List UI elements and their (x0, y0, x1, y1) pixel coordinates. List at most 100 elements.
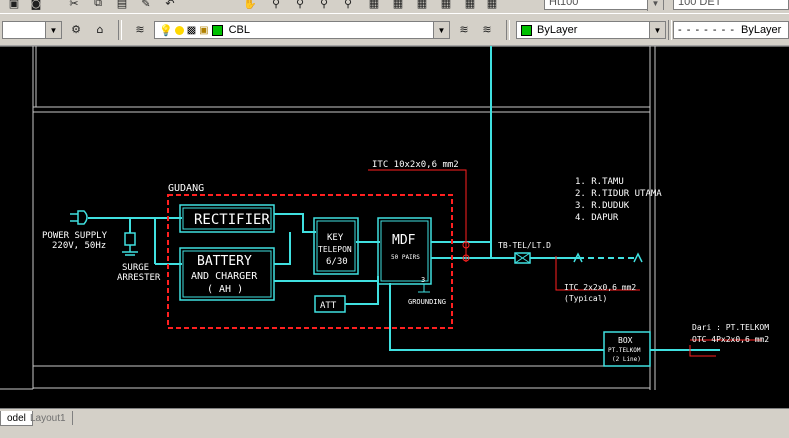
grounding-label: GROUNDING (408, 298, 446, 306)
itc-top-marker (462, 241, 470, 249)
key-label-1: KEY (327, 233, 344, 243)
key-label-3: 6/30 (326, 257, 348, 267)
drawing-canvas[interactable]: GUDANG ITC 10x2x0,6 mm2 POWER SUPPLY 220… (0, 45, 789, 408)
layer-combo[interactable]: 💡 ▩ ▣ CBL ▼ (154, 21, 450, 39)
room-label: GUDANG (168, 183, 204, 194)
key-label-2: TELEPON (318, 245, 352, 254)
chevron-down-icon[interactable]: ▼ (433, 22, 449, 38)
surge-label-2: ARRESTER (117, 273, 161, 283)
cable-wires (88, 46, 720, 351)
box-label-1: BOX (618, 336, 633, 345)
zoom-extents-icon[interactable]: ⚲ (343, 0, 353, 10)
freeze-icon[interactable]: ▩ (186, 24, 197, 36)
chevron-down-icon[interactable]: ▼ (649, 22, 665, 38)
mdf-sub: 50 PAIRS (391, 254, 420, 261)
itc-bottom-leader (555, 256, 640, 291)
linetype-combo[interactable]: - - - - - - - ByLayer (673, 21, 789, 39)
copy-icon[interactable]: ⧉ (94, 0, 102, 9)
lightbulb-icon[interactable]: 💡 (159, 24, 173, 37)
layer-name: CBL (228, 24, 251, 36)
plot-icon[interactable]: ▣ (8, 0, 20, 10)
ground-icon (418, 284, 430, 293)
tab-layout1[interactable]: Layout1 (24, 411, 73, 425)
matchprop-icon[interactable]: ✎ (141, 0, 151, 10)
properties-icon[interactable]: ▦ (368, 0, 380, 10)
power-plug-icon (70, 210, 88, 225)
itc-top-marker-2 (462, 254, 470, 262)
linetype-value: ByLayer (740, 24, 782, 36)
box-telkom-block[interactable] (603, 331, 651, 367)
layout-tab-bar: odel Layout1 (0, 408, 789, 438)
surge-arrester-icon (122, 232, 138, 256)
color-value: ByLayer (537, 24, 578, 36)
separator (506, 20, 510, 40)
top-lineweight-value: 100 DET (678, 0, 722, 8)
tab-model[interactable]: odel (0, 411, 33, 426)
rectifier-label: RECTIFIER (194, 212, 270, 228)
room-item-2: 2. R.TIDUR UTAMA (575, 189, 662, 199)
color-swatch (521, 24, 532, 36)
mdf-block[interactable] (377, 217, 432, 285)
undo-icon[interactable]: ↶ (165, 0, 175, 10)
calculator-icon[interactable]: ▦ (486, 0, 498, 10)
separator (118, 20, 122, 40)
otc-label: OTC 4Px2x0,6 mm2 (692, 335, 769, 344)
tb-junction[interactable] (514, 252, 531, 264)
battery-label-1: BATTERY (197, 254, 252, 269)
zoom-prev-icon[interactable]: ⚲ (319, 0, 329, 10)
tb-junction-mark-2 (514, 252, 531, 264)
sheetset-icon[interactable]: ▦ (440, 0, 452, 10)
gear-icon[interactable]: ⚙ (71, 22, 81, 36)
room-item-1: 1. R.TAMU (575, 177, 624, 187)
tool-palette-icon[interactable]: ▦ (416, 0, 428, 10)
att-label: ATT (320, 301, 337, 311)
dari-label: Dari : PT.TELKOM (692, 323, 769, 332)
design-center-icon[interactable]: ▦ (392, 0, 404, 10)
top-linetype-value: Ht100 (549, 0, 579, 8)
power-supply-spec: 220V, 50Hz (52, 241, 106, 251)
linetype-preview: - - - - - - - (678, 24, 735, 36)
make-current-icon[interactable]: ≋ (459, 22, 469, 36)
top-linetype-combo[interactable]: Ht100 ▼ (544, 0, 664, 11)
sun-icon[interactable] (174, 25, 184, 35)
chevron-down-icon[interactable]: ▼ (647, 0, 663, 11)
room-item-4: 4. DAPUR (575, 213, 619, 223)
surge-label-1: SURGE (122, 263, 149, 273)
preview-icon[interactable]: ◙ (30, 0, 42, 10)
color-combo[interactable]: ByLayer ▼ (516, 21, 666, 39)
pan-icon[interactable]: ✋ (243, 0, 257, 10)
layer-color-swatch (211, 24, 223, 36)
layer-manager-icon[interactable]: ≋ (135, 22, 145, 36)
layers-toolbar: ▼ ⚙ ⌂ ≋ 💡 ▩ ▣ CBL ▼ ≋ ≋ ByLayer ▼ - - - … (0, 13, 789, 46)
mdf-num: 3 (421, 276, 425, 284)
battery-label-3: ( AH ) (207, 284, 243, 295)
chevron-down-icon[interactable]: ▼ (45, 22, 61, 38)
lock-icon[interactable]: ▣ (199, 24, 209, 36)
zoom-realtime-icon[interactable]: ⚲ (271, 0, 281, 10)
top-lineweight-combo[interactable]: 100 DET (673, 0, 789, 10)
box-label-3: (2 Line) (612, 356, 641, 363)
power-supply-label: POWER SUPPLY (42, 231, 108, 241)
separator (668, 20, 672, 40)
cut-icon[interactable]: ✂ (69, 0, 79, 10)
battery-label-2: AND CHARGER (191, 271, 258, 282)
box-label-2: PT.TELKOM (608, 347, 641, 354)
zoom-window-icon[interactable]: ⚲ (295, 0, 305, 10)
workspace-combo[interactable]: ▼ (2, 21, 62, 39)
rectifier-block[interactable] (179, 204, 275, 233)
layer-previous-icon[interactable]: ≋ (482, 22, 492, 36)
tb-label: TB-TEL/LT.D (498, 241, 551, 250)
markup-icon[interactable]: ▦ (464, 0, 476, 10)
otc-leader (689, 345, 716, 357)
home-icon[interactable]: ⌂ (96, 22, 104, 36)
att-block[interactable] (314, 295, 346, 313)
itc-top-leader (368, 169, 467, 262)
room-item-3: 3. R.DUDUK (575, 201, 630, 211)
battery-block[interactable] (179, 247, 275, 301)
itc-bottom-label-2: (Typical) (564, 294, 607, 303)
paste-icon[interactable]: ▤ (116, 0, 128, 10)
key-telepon-block[interactable] (313, 217, 359, 275)
standard-toolbar: ▣ ◙ ✂ ⧉ ▤ ✎ ↶ ✋ ⚲ ⚲ ⚲ ⚲ ▦ ▦ ▦ ▦ ▦ ▦ Ht10… (0, 0, 789, 14)
itc-bottom-label-1: ITC 2x2x0,6 mm2 (564, 283, 636, 292)
itc-top-label: ITC 10x2x0,6 mm2 (372, 160, 459, 170)
